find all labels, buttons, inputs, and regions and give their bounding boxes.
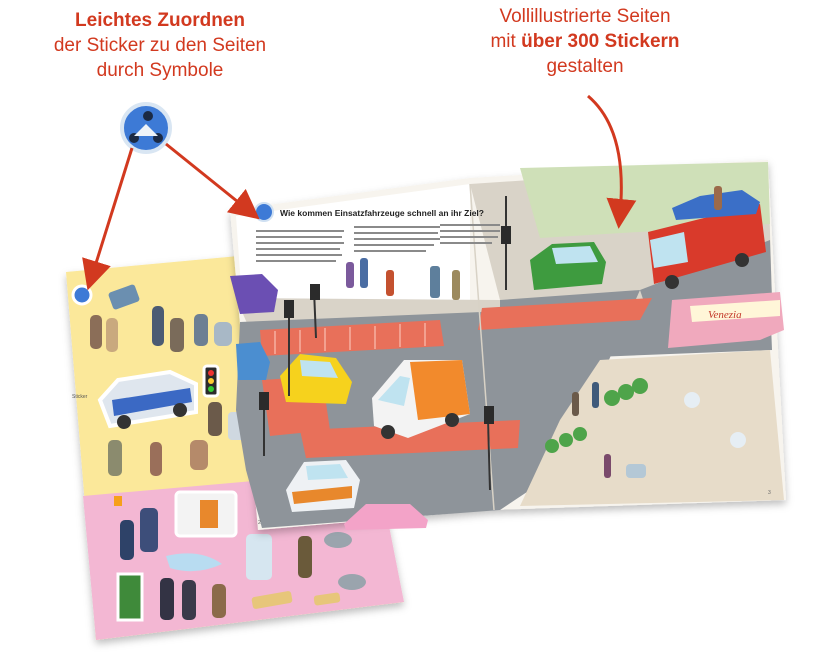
hedges: [545, 378, 648, 453]
yellow-car: [280, 354, 352, 404]
pink-car: [344, 504, 428, 530]
arrow-icon: [82, 147, 134, 291]
caption-right-line2-bold: über 300 Stickern: [521, 31, 680, 52]
sticker-water: [166, 553, 222, 572]
arrow-icon: [165, 142, 260, 220]
sticker-firefighter-2: [160, 578, 174, 620]
pedestrians: [346, 186, 722, 478]
arrows: [82, 94, 637, 291]
sticker-stone: [324, 532, 352, 548]
caption-left-bold: Leichtes Zuordnen: [75, 10, 245, 31]
crosswalk-1: [260, 320, 444, 356]
ambulance: [372, 360, 470, 439]
caption-right-line2-pre: mit: [490, 31, 522, 52]
book-illustration-scene: Venezia Wie kommen Einsatzfahrzeuge schn…: [230, 162, 784, 530]
caption-left-line2: der Sticker zu den Seiten: [53, 35, 267, 56]
purple-car: [230, 274, 278, 314]
sticker-symbol-icon: [71, 284, 93, 306]
fire-truck: [648, 204, 766, 289]
stickers-yellow: Sticker: [71, 284, 250, 476]
crosswalk-4: [300, 420, 520, 458]
arrow-icon: [587, 94, 637, 229]
sticker-medics: [246, 534, 272, 580]
sticker-map: [108, 284, 140, 310]
motorcycle-police-icon: [120, 102, 172, 154]
shop-sign: Venezia: [708, 309, 742, 321]
page-number-right: 3: [768, 490, 771, 496]
crosswalk-2: [478, 298, 652, 330]
sticker-barrier: [251, 591, 293, 609]
page-number-left: 2: [258, 520, 261, 526]
caption-right: Vollillustrierte Seiten mit über 300 Sti…: [440, 4, 730, 79]
cafe: Venezia: [626, 292, 784, 478]
page-symbol-icon: [254, 202, 274, 222]
sticker-fire-icon: [114, 496, 122, 506]
stickers-pink: [114, 490, 366, 622]
blue-car: [236, 342, 270, 380]
caption-left: Leichtes Zuordnen der Sticker zu den Sei…: [20, 8, 300, 83]
page-body-text: [256, 224, 500, 262]
sticker-people-group-2: [108, 402, 222, 476]
sticker-firefighter: [140, 508, 158, 552]
sticker-police-car: [97, 369, 198, 429]
caption-right-line1: Vollillustrierte Seiten: [499, 6, 671, 27]
caption-left-line3: durch Symbole: [96, 60, 224, 81]
green-car: [530, 242, 606, 290]
sticker-people-group: [90, 306, 232, 352]
caption-right-line3: gestalten: [546, 56, 624, 77]
page-heading: Wie kommen Einsatzfahrzeuge schnell an i…: [280, 208, 484, 218]
sticker-door: [116, 572, 144, 622]
sticker-traffic-light: [202, 364, 220, 398]
sticker-sheet-label: Sticker: [72, 394, 88, 400]
police-car: [286, 460, 360, 512]
